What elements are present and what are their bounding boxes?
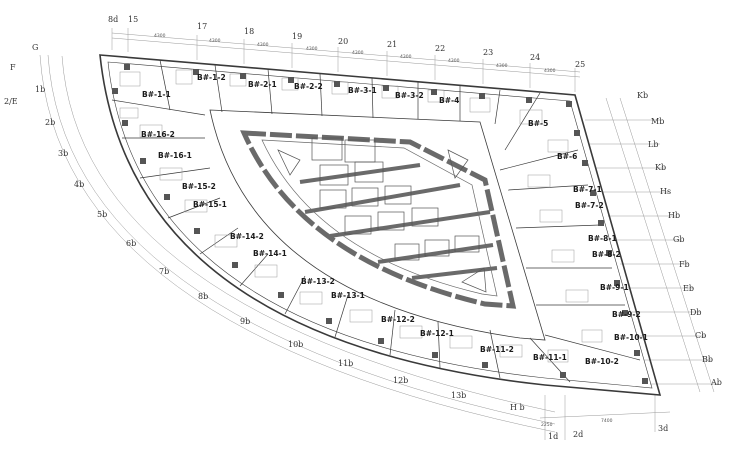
grid-axis-label: 19 <box>292 32 302 41</box>
dimension-labels: 4300 4300 4300 4300 4300 4300 4300 4300 4300 7400… <box>154 33 613 428</box>
grid-axis-label: 2d <box>573 430 583 439</box>
unit-label: B#-9-1 <box>600 283 629 292</box>
dimension-label: 2250 <box>541 422 553 428</box>
dimension-label: 4300 <box>544 68 556 74</box>
unit-label: B#-10-2 <box>585 357 619 366</box>
grid-axis-label: 3d <box>658 424 668 433</box>
grid-axis-label: 3b <box>58 149 68 158</box>
unit-label: B#-8-1 <box>588 234 617 243</box>
unit-label: B#-13-2 <box>301 277 335 286</box>
grid-axis-label: Kb <box>637 91 648 100</box>
grid-axis-label: 8d <box>108 15 118 24</box>
unit-label: B#-9-2 <box>612 310 641 319</box>
grid-axis-label: Fb <box>679 260 690 269</box>
unit-label: B#-14-1 <box>253 249 287 258</box>
dimension-label: 4300 <box>496 63 508 69</box>
grid-axis-label: Kb <box>655 163 666 172</box>
dimension-label: 4300 <box>448 58 460 64</box>
grid-axis-label: 9b <box>240 317 250 326</box>
grid-axis-label: Ab <box>710 378 722 387</box>
grid-axis-label: 25 <box>575 60 585 69</box>
grid-axis-label: 15 <box>128 15 138 24</box>
unit-label: B#-2-2 <box>294 82 323 91</box>
unit-label: B#-15-2 <box>182 182 216 191</box>
bottom-dimension-lines <box>539 395 671 440</box>
grid-axis-label: Lb <box>648 140 658 149</box>
dimension-label: 4300 <box>306 46 318 52</box>
unit-label: B#-4 <box>439 96 459 105</box>
right-dimension-lines <box>585 97 718 393</box>
unit-label: B#-3-1 <box>348 86 377 95</box>
grid-axis-label: G <box>32 43 38 52</box>
grid-axis-label: 7b <box>159 267 169 276</box>
unit-labels: B#-1-2B#-1-1 B#-2-1 B#-2-2 B#-3-1B#-3-2B#-4… <box>141 73 648 366</box>
dimension-label: 4300 <box>154 33 166 39</box>
top-dimension-lines <box>111 28 581 92</box>
grid-axis-label: Cb <box>695 331 706 340</box>
grid-axis-label: Hb <box>668 211 680 220</box>
grid-axis-label: 11b <box>338 359 353 368</box>
unit-label: B#-11-2 <box>480 345 514 354</box>
grid-axis-label: 1d <box>548 432 558 441</box>
grid-axis-label: 18 <box>244 27 254 36</box>
dimension-label: 4300 <box>400 54 412 60</box>
grid-axis-label: 10b <box>288 340 303 349</box>
unit-partitions <box>111 59 641 383</box>
grid-axis-label: 23 <box>483 48 493 57</box>
unit-label: B#-11-1 <box>533 353 567 362</box>
grid-axis-label: 20 <box>338 37 348 46</box>
grid-axis-label: 12b <box>393 376 408 385</box>
core-stairs <box>277 137 487 293</box>
unit-label: B#-13-1 <box>331 291 365 300</box>
grid-axis-label: 21 <box>387 40 397 49</box>
grid-axis-label: Eb <box>683 284 694 293</box>
grid-axis-label: F <box>10 63 16 72</box>
building-outline <box>99 54 662 396</box>
unit-label: B#-12-2 <box>381 315 415 324</box>
unit-label: B#-14-2 <box>230 232 264 241</box>
unit-label: B#-1-2 <box>197 73 226 82</box>
grid-axis-label: 2b <box>45 118 55 127</box>
grid-axis-label: 5b <box>97 210 107 219</box>
structural-columns <box>112 64 648 384</box>
unit-label: B#-6 <box>557 152 577 161</box>
grid-axis-labels: 15 8d 17 18 19 20 21 22 23 24 25 G F 2/E 1b 2b 3b 4b 5b 6b 7… <box>4 15 722 441</box>
grid-axis-label: Db <box>690 308 702 317</box>
grid-axis-label: 8b <box>198 292 208 301</box>
grid-axis-label: 6b <box>126 239 136 248</box>
grid-axis-label: 4b <box>74 180 84 189</box>
grid-axis-label: 22 <box>435 44 445 53</box>
grid-axis-label: Hs <box>660 187 671 196</box>
unit-label: B#-5 <box>528 119 548 128</box>
unit-label: B#-7-1 <box>573 185 602 194</box>
grid-axis-label: Gb <box>673 235 685 244</box>
unit-label: B#-16-2 <box>141 130 175 139</box>
unit-label: B#-12-1 <box>420 329 454 338</box>
unit-label: B#-1-1 <box>142 90 171 99</box>
grid-axis-label: 13b <box>451 391 466 400</box>
grid-axis-label: 17 <box>197 22 207 31</box>
unit-label: B#-8-2 <box>592 250 621 259</box>
central-core <box>240 130 517 309</box>
unit-label: B#-10-1 <box>614 333 648 342</box>
grid-axis-label: H b <box>510 403 525 412</box>
unit-label: B#-3-2 <box>395 91 424 100</box>
unit-label: B#-15-1 <box>193 200 227 209</box>
dimension-label: 4300 <box>209 38 221 44</box>
inner-corridor-line <box>209 109 546 341</box>
grid-axis-label: 1b <box>35 85 45 94</box>
dimension-label: 7400 <box>601 418 613 424</box>
unit-label: B#-16-1 <box>158 151 192 160</box>
dimension-label: 4300 <box>257 42 269 48</box>
grid-axis-label: Bb <box>702 355 713 364</box>
grid-axis-label: Mb <box>651 117 664 126</box>
unit-label: B#-7-2 <box>575 201 604 210</box>
dimension-label: 4300 <box>352 50 364 56</box>
room-details <box>119 69 603 363</box>
grid-axis-label: 2/E <box>4 97 18 106</box>
unit-label: B#-2-1 <box>248 80 277 89</box>
left-dimension-arcs <box>39 54 556 433</box>
grid-axis-label: 24 <box>530 53 540 62</box>
